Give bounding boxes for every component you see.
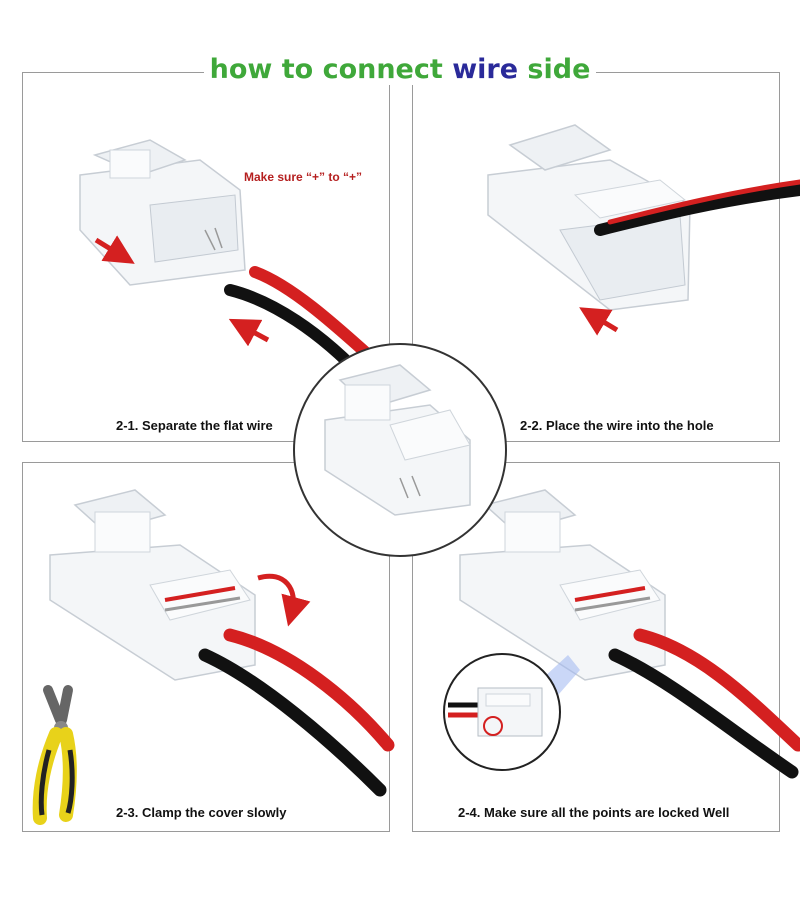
clamp-arrow-3 <box>257 573 311 627</box>
step-1-caption: 2-1. Separate the flat wire <box>116 418 273 433</box>
title-part-2: wire <box>452 54 519 85</box>
pliers-icon <box>32 685 77 825</box>
step-3-caption: 2-3. Clamp the cover slowly <box>116 805 287 820</box>
connector-closed-3 <box>49 489 256 681</box>
step-2-caption: 2-2. Place the wire into the hole <box>520 418 714 433</box>
page-title: how to connect wire side <box>0 52 800 88</box>
center-connector-circle <box>293 343 507 557</box>
connector-open-2 <box>487 124 691 311</box>
arrow-2 <box>579 307 619 336</box>
wire-pair-2 <box>594 179 800 236</box>
arrow-left-1 <box>94 235 135 264</box>
title-part-1: how to connect <box>209 54 453 85</box>
connector-closed-4 <box>459 489 666 681</box>
wire-pair-3 <box>198 628 395 797</box>
arrow-right-1 <box>228 318 270 347</box>
polarity-note: Make sure “+” to “+” <box>244 170 363 184</box>
wire-pair-4 <box>608 628 800 779</box>
connector-open-1 <box>79 139 246 286</box>
magnifier-inset <box>443 653 561 771</box>
title-part-3: side <box>518 54 591 85</box>
step-4-caption: 2-4. Make sure all the points are locked… <box>458 805 730 820</box>
